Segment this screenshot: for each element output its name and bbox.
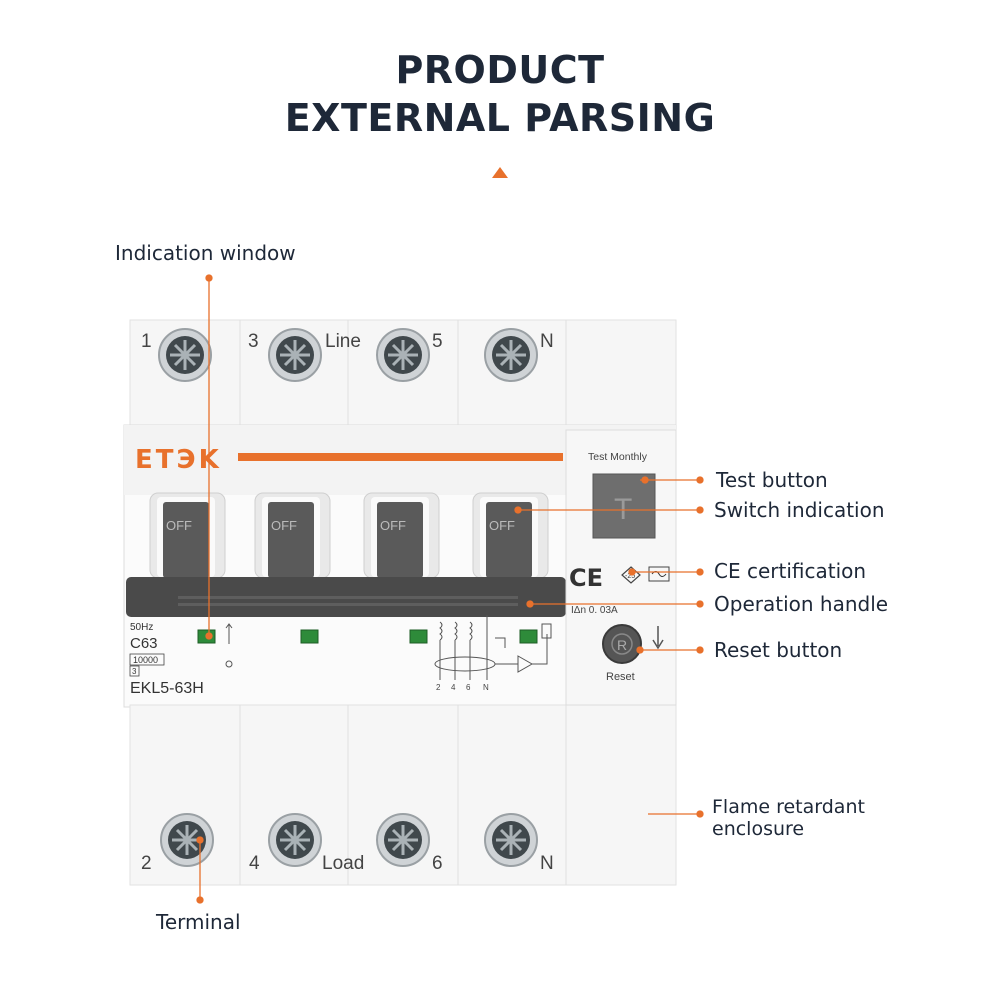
wiring-label: N: [483, 683, 489, 692]
bottom-screw-icon: [484, 813, 538, 867]
rating-label: C63: [130, 635, 158, 652]
operation-handle[interactable]: [126, 577, 566, 617]
indication-window: [519, 629, 538, 644]
callout-operation-handle: Operation handle: [714, 592, 889, 616]
terminal-number: 2: [141, 853, 152, 874]
callout-flame-line1: Flame retardant: [712, 796, 865, 818]
terminal-number: 1: [141, 331, 152, 352]
ce-mark-icon: CE: [569, 564, 603, 592]
down-arrow-icon: [652, 626, 664, 650]
reset-button-letter: R: [617, 637, 627, 653]
callout-reset-button: Reset button: [714, 638, 843, 662]
callout-flame-line2: enclosure: [712, 818, 805, 840]
on-off-symbol-icon: [225, 623, 233, 668]
terminal-number: 3: [248, 331, 259, 352]
top-screw-icon: [268, 328, 322, 382]
top-screw-icon: [376, 328, 430, 382]
reset-label: Reset: [606, 671, 635, 683]
svg-text:-25: -25: [625, 573, 635, 580]
terminal-number: 4: [249, 853, 260, 874]
terminal-number: N: [540, 853, 554, 874]
switch-off-text: OFF: [489, 518, 515, 533]
triangle-marker-icon: [492, 167, 508, 178]
indication-window: [300, 629, 319, 644]
wiring-label: 4: [451, 683, 456, 692]
switch-toggle[interactable]: OFF: [149, 492, 226, 579]
model-label: EKL5-63H: [130, 680, 204, 697]
switch-toggle[interactable]: OFF: [254, 492, 331, 579]
bottom-screw-icon: [160, 813, 214, 867]
wiring-label: 6: [466, 683, 471, 692]
switch-toggle[interactable]: OFF: [363, 492, 440, 579]
wiring-diagram: [434, 615, 552, 680]
line-label: Line: [325, 331, 361, 352]
bottom-screw-icon: [268, 813, 322, 867]
top-screw-icon: [484, 328, 538, 382]
callout-indication-window: Indication window: [115, 241, 296, 265]
top-screw-icon: [158, 328, 212, 382]
brand-stripe: [238, 453, 563, 461]
load-label: Load: [322, 853, 364, 874]
indication-window: [409, 629, 428, 644]
callout-test-button: Test button: [716, 468, 828, 492]
brand-logo: ETЭK: [135, 445, 222, 475]
frequency-label: 50Hz: [130, 622, 153, 633]
callout-switch-indication: Switch indication: [714, 498, 885, 522]
terminal-number: 5: [432, 331, 443, 352]
terminal-number: 6: [432, 853, 443, 874]
page-title-line1: PRODUCT: [395, 48, 605, 92]
switch-toggle[interactable]: OFF: [472, 492, 549, 579]
callout-terminal: Terminal: [156, 910, 241, 934]
reset-button[interactable]: R: [602, 624, 642, 664]
callout-lines: [196, 274, 704, 904]
sensitivity-label: IΔn 0. 03A: [571, 605, 618, 616]
terminal-number: N: [540, 331, 554, 352]
bottom-screw-icon: [376, 813, 430, 867]
switch-off-text: OFF: [166, 518, 192, 533]
test-button[interactable]: T: [592, 473, 656, 539]
test-monthly-label: Test Monthly: [588, 451, 648, 463]
switch-off-text: OFF: [380, 518, 406, 533]
wiring-label: 2: [436, 683, 441, 692]
switch-off-text: OFF: [271, 518, 297, 533]
page-title-line2: EXTERNAL PARSING: [284, 96, 716, 140]
class-label: 3: [132, 667, 137, 676]
callout-ce-certification: CE certification: [714, 559, 867, 583]
breaking-capacity-label: 10000: [133, 655, 158, 665]
